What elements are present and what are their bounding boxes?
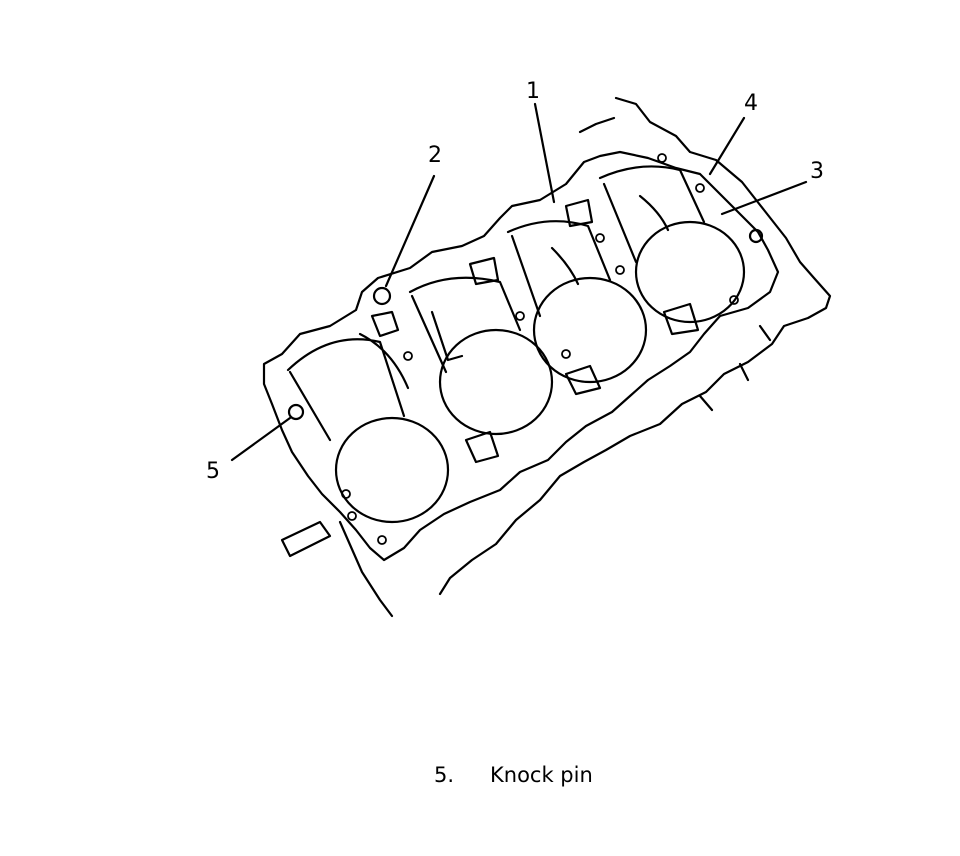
crankshaft-stub [280, 520, 332, 558]
engine-block-outline [438, 96, 832, 596]
block-front-edge [338, 520, 394, 618]
passage-4 [564, 364, 602, 396]
callout-4-leader [708, 116, 746, 176]
callout-2-label: 2 [428, 143, 442, 168]
cylinder-block-gasket-illustration: 1 2 3 4 5 [206, 79, 832, 618]
passage-2 [468, 256, 500, 286]
cylinder-bore-2 [438, 328, 554, 436]
cylinder-wall-2 [408, 276, 522, 374]
knock-pin-top [372, 286, 392, 306]
legend-number: 5. [434, 763, 455, 787]
passage-3 [564, 198, 594, 228]
passage-1 [370, 310, 400, 338]
cylinder-wall-3 [506, 220, 612, 318]
passage-5 [662, 302, 700, 336]
head-gasket-outline [262, 150, 780, 562]
cylinder-bore-1 [334, 416, 450, 524]
block-skirt-edge [698, 324, 772, 412]
cylinder-bore-4 [634, 220, 746, 324]
callout-5-leader [230, 416, 292, 462]
knock-pin-rear [748, 228, 764, 244]
cylinder-bore-3 [532, 276, 648, 384]
callout-3-label: 3 [810, 159, 824, 184]
cylinder-wall-4 [598, 165, 706, 264]
passage-6 [464, 430, 500, 464]
knock-pin-front [287, 403, 305, 421]
legend-item: 5. Knock pin [434, 763, 593, 787]
callout-3-leader [720, 180, 808, 216]
callout-2-leader [384, 174, 436, 288]
callout-1-label: 1 [526, 79, 540, 104]
callout-4-label: 4 [744, 91, 758, 116]
callout-5-label: 5 [206, 459, 220, 484]
legend-text: Knock pin [490, 763, 593, 787]
callout-1-leader [533, 102, 556, 204]
bolt-holes [341, 153, 739, 545]
cylinder-wall-1 [286, 332, 410, 442]
block-skirt-line [578, 116, 616, 134]
